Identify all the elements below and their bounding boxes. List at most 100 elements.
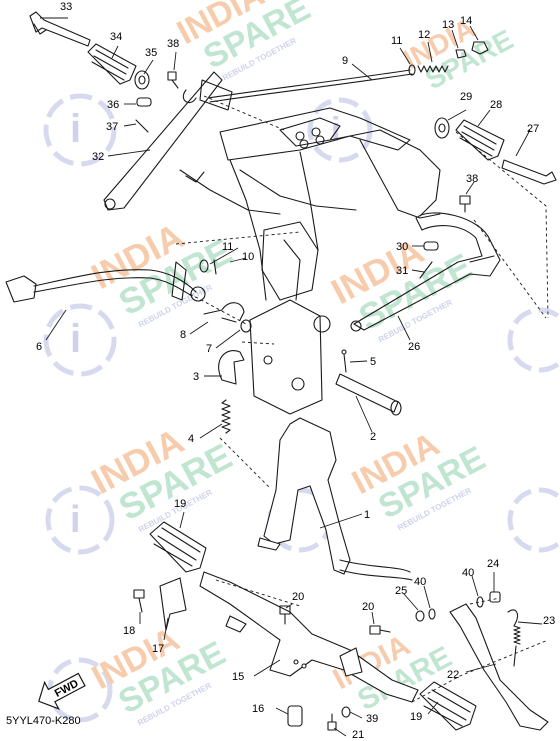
callout-16: 16 xyxy=(252,703,264,715)
callout-40: 40 xyxy=(462,567,474,579)
svg-text:i: i xyxy=(70,499,81,541)
part-bolt-24 xyxy=(489,591,501,603)
callout-22: 22 xyxy=(447,669,459,681)
part-nut-11-middle xyxy=(199,259,209,273)
part-hook-plate-3 xyxy=(218,350,245,385)
part-pin-5 xyxy=(341,349,347,373)
part-washer-7 xyxy=(240,319,252,333)
callout-4: 4 xyxy=(188,433,194,445)
part-brake-pedal-6 xyxy=(5,261,206,303)
watermark-i-mark: i xyxy=(70,107,81,151)
part-footrest-bracket-26 xyxy=(350,212,501,332)
part-footrest-rubber-right xyxy=(455,119,505,161)
callout-6: 6 xyxy=(36,341,42,353)
watermark-text: INDIA SPARE REBUILD TOGETHER xyxy=(346,425,492,532)
part-spring-8 xyxy=(203,302,245,323)
callout-17: 17 xyxy=(152,643,164,655)
part-bolt-18 xyxy=(133,589,145,613)
part-pin-10 xyxy=(213,259,217,275)
watermark-logo: i xyxy=(45,485,115,555)
callout-15: 15 xyxy=(232,671,244,683)
part-spring-23 xyxy=(507,609,521,667)
part-side-stand-22 xyxy=(449,603,549,731)
part-spring-12 xyxy=(417,65,449,73)
callout-33: 33 xyxy=(60,1,72,13)
callout-1: 1 xyxy=(364,509,370,521)
watermark-text: INDIA SPARE REBUILD TOGETHER xyxy=(325,230,479,344)
part-washer-35 xyxy=(134,70,150,90)
callout-8: 8 xyxy=(180,329,186,341)
callout-31: 31 xyxy=(396,265,408,277)
callout-27: 27 xyxy=(527,123,539,135)
watermark-text: INDIA SPARE REBUILD TOGETHER xyxy=(86,620,232,727)
part-washer-40-right xyxy=(476,596,484,608)
callout-29: 29 xyxy=(460,91,472,103)
callout-12: 12 xyxy=(418,29,430,41)
part-nut-39 xyxy=(341,706,351,718)
fwd-label: FWD xyxy=(53,678,81,700)
callout-21: 21 xyxy=(352,729,364,741)
part-bolt-20-right xyxy=(369,625,391,635)
callout-37: 37 xyxy=(106,121,118,133)
callout-32: 32 xyxy=(92,151,104,163)
part-main-stand-1 xyxy=(257,417,413,581)
callout-5: 5 xyxy=(370,356,376,368)
callout-20: 20 xyxy=(292,591,304,603)
part-pin-37 xyxy=(135,119,149,133)
callout-11: 11 xyxy=(222,241,233,253)
part-footrest-19-right xyxy=(419,681,477,731)
fwd-arrow-icon: FWD xyxy=(38,672,86,710)
callout-19: 19 xyxy=(410,711,422,723)
leader-lines xyxy=(40,17,549,737)
part-nut-13 xyxy=(455,49,467,59)
callout-23: 23 xyxy=(543,615,555,627)
callout-11: 11 xyxy=(391,35,402,47)
callout-38: 38 xyxy=(167,38,179,50)
callout-13: 13 xyxy=(442,19,454,31)
watermark-logo: i xyxy=(43,303,117,377)
callout-9: 9 xyxy=(342,55,348,67)
callout-34: 34 xyxy=(110,31,122,43)
part-rear-pedal-rod xyxy=(29,11,91,47)
part-bolt-14 xyxy=(471,41,489,55)
callout-19: 19 xyxy=(174,498,186,510)
watermark-logo: i xyxy=(307,97,373,163)
part-bolt-20-left xyxy=(279,605,291,625)
callout-36: 36 xyxy=(107,99,119,111)
part-washer-40-left xyxy=(428,608,436,620)
callout-35: 35 xyxy=(145,47,157,59)
part-bracket-17 xyxy=(159,577,187,631)
callout-28: 28 xyxy=(490,99,502,111)
part-bolt-21 xyxy=(327,713,337,731)
callout-30: 30 xyxy=(396,241,408,253)
watermark-logo xyxy=(507,307,560,373)
part-frame xyxy=(179,107,441,415)
part-footrest-19-left xyxy=(149,521,207,573)
part-shaft-2 xyxy=(335,373,402,416)
part-step-frame-15 xyxy=(199,571,419,703)
part-spring-4 xyxy=(221,399,231,434)
callout-2: 2 xyxy=(370,431,376,443)
part-nut-25 xyxy=(415,610,425,622)
part-nut-11-top xyxy=(408,64,416,76)
watermark-text: INDIA SPARE REBUILD TOGETHER xyxy=(171,0,317,82)
callout-18: 18 xyxy=(123,625,135,637)
part-cable-9 xyxy=(207,69,413,103)
callout-26: 26 xyxy=(408,341,420,353)
svg-text:i: i xyxy=(70,317,81,361)
callout-14: 14 xyxy=(460,15,472,27)
callout-40: 40 xyxy=(414,576,426,588)
part-bolt-38-right xyxy=(459,195,471,213)
part-collar-36 xyxy=(136,97,152,107)
watermark-text: INDIA SPARE REBUILD TOGETHER xyxy=(85,215,239,329)
part-pin-30 xyxy=(423,241,439,251)
part-washer-29 xyxy=(434,117,450,139)
part-rod-27 xyxy=(501,159,557,185)
callout-24: 24 xyxy=(487,558,499,570)
callout-3: 3 xyxy=(193,371,199,383)
part-bush-16 xyxy=(287,705,303,727)
callout-39: 39 xyxy=(366,713,378,725)
callout-10: 10 xyxy=(242,251,254,263)
